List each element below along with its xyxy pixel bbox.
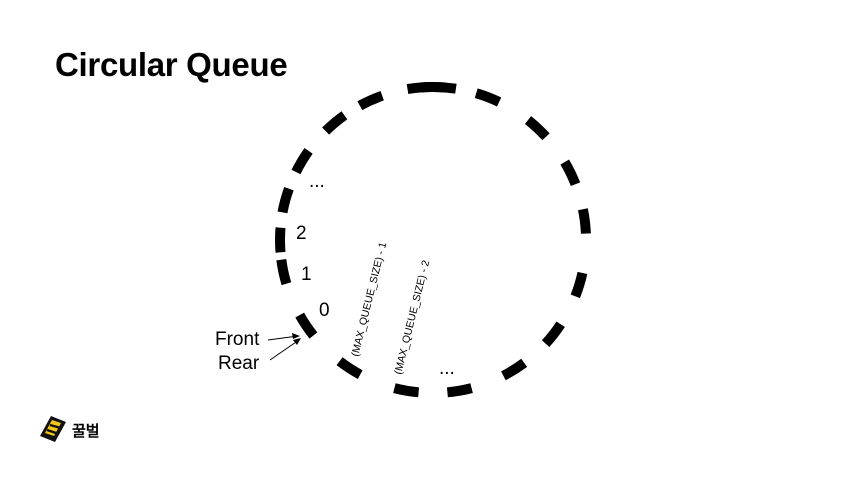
- index-label-0: 0: [319, 300, 330, 321]
- slide-title: Circular Queue: [55, 46, 288, 83]
- queue-slot-segment: [406, 82, 433, 95]
- queue-slot-segment: [322, 111, 348, 135]
- bottom-ellipsis-label: ...: [439, 358, 455, 379]
- max-queue-size-minus-2-label: (MAX_QUEUE_SIZE) - 2: [392, 259, 432, 376]
- queue-slot-segment: [276, 258, 292, 286]
- index-label-ellipsis: ...: [309, 171, 325, 192]
- queue-slot-segment: [524, 116, 550, 141]
- bee-logo-icon: [40, 416, 66, 442]
- rear-pointer-label: Rear: [218, 353, 260, 374]
- queue-slot-segment: [446, 383, 473, 398]
- queue-slot-segment: [393, 383, 420, 398]
- index-label-2: 2: [296, 223, 307, 244]
- max-queue-size-minus-1-label: (MAX_QUEUE_SIZE) - 1: [349, 241, 389, 358]
- brand-name: 꿀벌: [72, 423, 100, 440]
- rear-arrow: [269, 338, 301, 361]
- front-arrow: [267, 333, 300, 341]
- queue-slot-segment: [431, 81, 457, 94]
- queue-slot-segment: [295, 312, 318, 339]
- queue-slot-segment: [570, 271, 588, 299]
- queue-slot-segment: [336, 357, 363, 379]
- queue-slot-segment: [501, 358, 528, 381]
- index-label-1: 1: [301, 264, 312, 285]
- queue-slot-segment: [291, 148, 313, 175]
- queue-slot-segment: [277, 187, 294, 214]
- queue-slot-segment: [577, 208, 591, 234]
- front-pointer-label: Front: [215, 329, 260, 350]
- queue-slot-segment: [560, 159, 581, 187]
- queue-slot-segment: [474, 88, 502, 107]
- queue-slot-segment: [541, 321, 565, 347]
- queue-slot-segment: [357, 90, 384, 111]
- queue-ring: [275, 81, 591, 398]
